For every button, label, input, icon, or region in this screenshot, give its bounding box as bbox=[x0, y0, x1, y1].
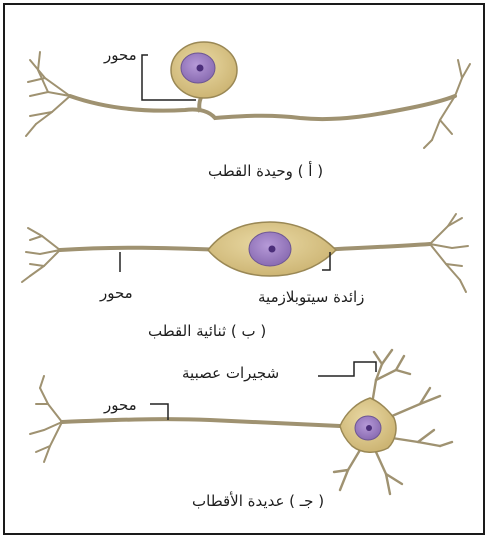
bipolar-nucleolus bbox=[269, 246, 276, 253]
multipolar-dendrites-label: شجيرات عصبية bbox=[182, 366, 279, 381]
unipolar-caption: ( أ ) وحيدة القطب bbox=[208, 164, 323, 179]
bipolar-right-dendrites bbox=[430, 214, 468, 292]
bipolar-process-label: زائدة سيتوبلازمية bbox=[258, 290, 364, 305]
multipolar-axon-terminals bbox=[30, 376, 62, 462]
multipolar-dendrites-leader bbox=[318, 362, 376, 376]
unipolar-neuron bbox=[26, 42, 470, 148]
bipolar-left-dendrites bbox=[22, 228, 60, 282]
multipolar-axon bbox=[62, 419, 340, 426]
bipolar-axon-label: محور bbox=[100, 286, 133, 301]
multipolar-nucleolus bbox=[366, 425, 372, 431]
unipolar-axon bbox=[70, 96, 455, 119]
bipolar-caption: ( ب ) ثنائية القطب bbox=[148, 324, 266, 339]
unipolar-axon-label: محور bbox=[104, 48, 137, 63]
multipolar-axon-label: محور bbox=[104, 398, 137, 413]
unipolar-left-dendrites bbox=[26, 52, 70, 136]
multipolar-caption: ( جـ ) عديدة الأقطاب bbox=[192, 494, 324, 509]
unipolar-nucleolus bbox=[197, 65, 204, 72]
bipolar-neuron bbox=[22, 214, 468, 292]
